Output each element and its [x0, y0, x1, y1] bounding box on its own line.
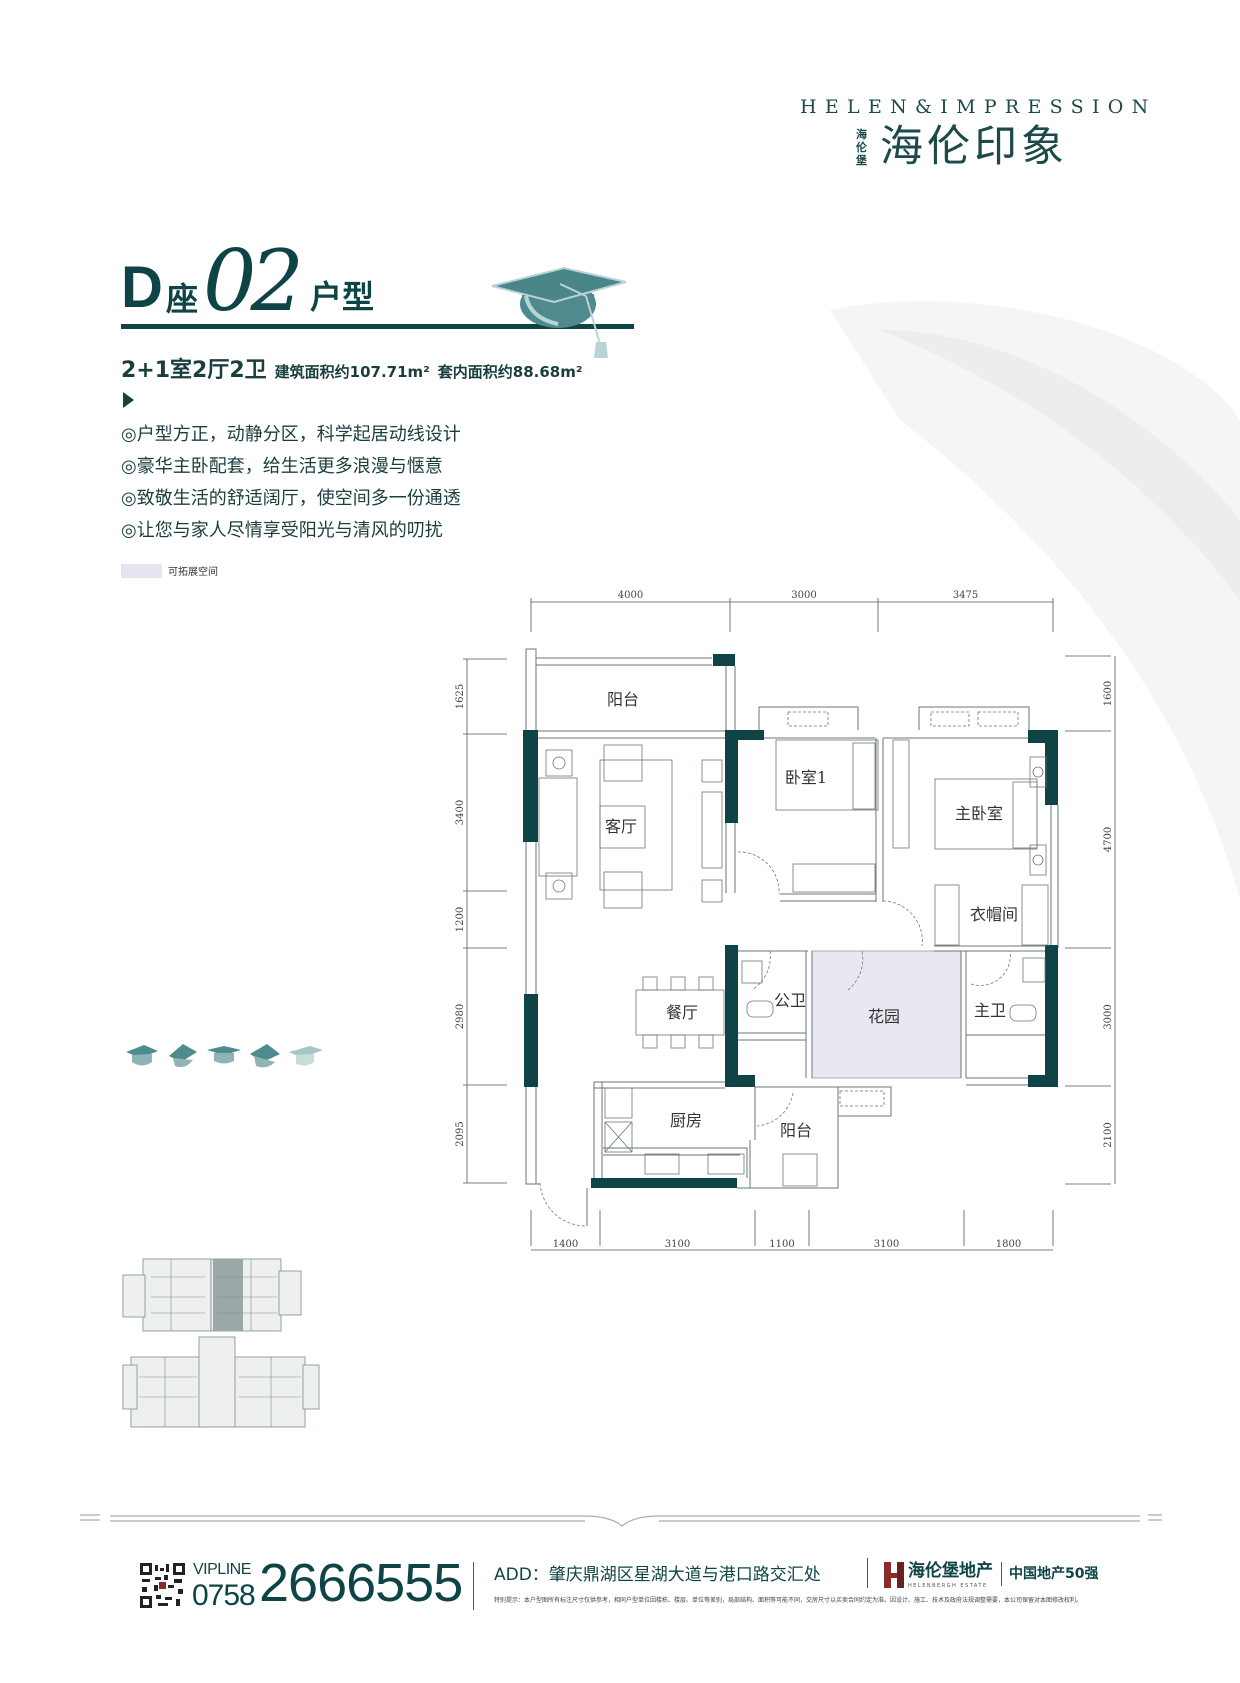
dimension-label: 3100	[874, 1239, 899, 1250]
dimension-label: 3000	[1103, 1004, 1114, 1029]
room-label-master-bedroom: 主卧室	[955, 804, 1003, 823]
graduation-cap-icon	[491, 266, 627, 358]
feature-item: ◎豪华主卧配套，给生活更多浪漫与惬意	[121, 456, 443, 477]
feature-item: ◎让您与家人尽情享受阳光与清风的叨扰	[121, 520, 443, 541]
room-label-dining: 餐厅	[666, 1003, 698, 1022]
footer-separator	[867, 1558, 868, 1588]
title-divider	[121, 324, 634, 329]
disclaimer: 特别提示：本户型图所有标注尺寸仅供参考，相同户型单位因楼栋、楼层、单位等差别，局…	[494, 1597, 1083, 1604]
phone-area-code: 0758	[192, 1579, 256, 1612]
dimension-lines	[463, 598, 1116, 1251]
dimension-label: 2980	[455, 1004, 466, 1029]
title-unit-number: 02	[203, 232, 304, 330]
structural-walls	[523, 654, 1058, 1188]
net-area: 套内面积约88.68m²	[437, 363, 583, 381]
legend-swatch	[121, 564, 162, 578]
brand-name-en: HELEN&IMPRESSION	[800, 96, 1157, 118]
feature-list: ◎户型方正，动静分区，科学起居动线设计 ◎豪华主卧配套，给生活更多浪漫与惬意 ◎…	[121, 422, 461, 550]
dimension-label: 1625	[455, 684, 466, 709]
graduation-cap-icon	[126, 1045, 158, 1066]
dimension-label: 2095	[455, 1121, 466, 1146]
room-label-master-bath: 主卫	[974, 1001, 1006, 1020]
brand-developer-small: 海伦堡	[856, 128, 867, 167]
dimension-labels: 4000 3000 3475 1400 3100 1100 3100 1800 1625 3400…	[455, 590, 1114, 1250]
dimension-label: 1100	[769, 1239, 794, 1250]
room-label-kitchen: 厨房	[670, 1111, 702, 1130]
layout-spec: 2+1室2厅2卫	[121, 358, 267, 383]
dimension-label: 3400	[455, 800, 466, 825]
dimension-label: 1200	[455, 907, 466, 932]
phone-number[interactable]: 2666555	[259, 1553, 463, 1613]
graduation-cap-icon	[169, 1044, 198, 1068]
cap-icon-column	[124, 1042, 324, 1087]
room-label-living: 客厅	[605, 817, 637, 836]
door-swings	[539, 851, 1011, 1227]
dimension-label: 3475	[953, 590, 978, 601]
footer-decorative-line	[80, 1514, 1162, 1527]
feature-item: ◎户型方正，动静分区，科学起居动线设计	[121, 424, 461, 445]
dimension-label: 2100	[1103, 1122, 1114, 1147]
room-label-closet: 衣帽间	[970, 905, 1018, 924]
dimension-label: 4700	[1103, 827, 1114, 852]
qr-code[interactable]	[140, 1563, 185, 1608]
room-label-balcony: 阳台	[607, 690, 639, 709]
graduation-cap-icon	[250, 1044, 281, 1068]
room-label-garden: 花园	[868, 1007, 900, 1026]
triangle-marker-icon	[123, 392, 134, 408]
brand-name-cn: 海伦印象	[880, 122, 1068, 172]
address: ADD：肇庆鼎湖区星湖大道与港口路交汇处	[494, 1565, 821, 1585]
dimension-label: 3100	[665, 1239, 690, 1250]
footer-separator	[1001, 1562, 1002, 1586]
thin-walls	[525, 648, 1059, 1226]
dimension-label: 1400	[553, 1239, 578, 1250]
room-label-bedroom1: 卧室1	[785, 768, 827, 787]
dimension-label: 4000	[618, 590, 643, 601]
developer-logo-en: HELENBERGH ESTATE	[908, 1583, 988, 1589]
gross-area: 建筑面积约107.71m²	[274, 363, 430, 381]
room-label-public-bath: 公卫	[774, 991, 806, 1010]
footer-separator	[473, 1562, 474, 1610]
graduation-cap-icon	[207, 1046, 242, 1064]
furniture	[538, 711, 1049, 1187]
title-building: D	[121, 255, 163, 320]
legend-label: 可拓展空间	[168, 567, 218, 578]
room-labels: 阳台 客厅 卧室1 主卧室 衣帽间 餐厅 公卫 花园 主卫 厨房 阳台	[605, 690, 1018, 1140]
vipline-label: VIPLINE	[193, 1561, 251, 1578]
dimension-label: 3000	[791, 590, 816, 601]
title-zuo: 座	[166, 280, 199, 318]
developer-logo-text: 海伦堡地产	[908, 1561, 993, 1581]
dimension-label: 1800	[996, 1239, 1021, 1250]
garden-area	[811, 950, 962, 1079]
graduation-cap-icon	[289, 1046, 324, 1066]
feature-item: ◎致敬生活的舒适阔厅，使空间多一份通透	[121, 488, 461, 509]
title-unit-type: 户型	[310, 278, 375, 316]
unit-specs: 2+1室2厅2卫建筑面积约107.71m² 套内面积约88.68m²	[121, 352, 582, 384]
developer-logo-icon	[884, 1562, 904, 1588]
dimension-label: 1600	[1103, 681, 1114, 706]
room-label-balcony-2: 阳台	[780, 1121, 812, 1140]
site-plan-thumbnail	[122, 1258, 320, 1428]
ranking-badge: 中国地产50强	[1009, 1566, 1099, 1582]
